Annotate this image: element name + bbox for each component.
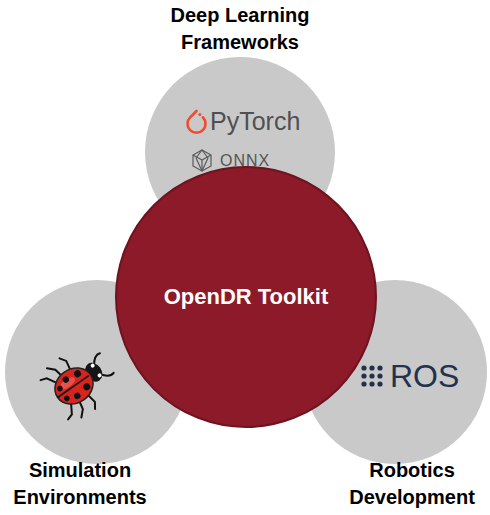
category-heading: Robotics Development [332,457,490,511]
core-title: OpenDR Toolkit [160,283,332,311]
framework-name: PyTorch [210,106,310,136]
ros-icon [361,365,382,386]
core-circle: OpenDR Toolkit [115,166,377,428]
onnx-icon [193,150,211,171]
category-heading: Simulation Environments [0,457,160,511]
pytorch-icon [188,111,206,133]
category-heading: Deep Learning Frameworks [140,2,340,56]
framework-name: ROS [390,357,480,395]
ladybug-illustration [37,338,125,425]
